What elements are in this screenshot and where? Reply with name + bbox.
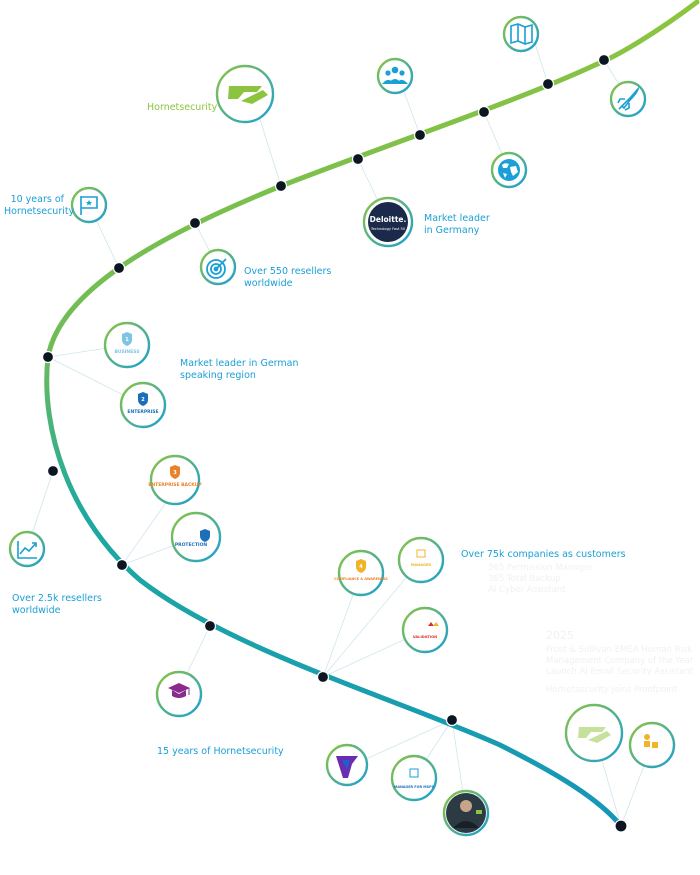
svg-text:ENTERPRISE BACKUP: ENTERPRISE BACKUP (148, 482, 202, 488)
enterprise-backup-shield-icon: 3 ENTERPRISE BACKUP (148, 465, 202, 488)
timeline-node (41, 350, 55, 364)
timeline-node (316, 670, 330, 684)
faded-item-2: 365 Total Backup (488, 574, 561, 584)
connector-lines (26, 33, 653, 827)
map-icon (510, 23, 533, 45)
timeline-node (477, 105, 491, 119)
milestone-circle-enterprise-backup (149, 454, 201, 506)
svg-text:ENTERPRISE: ENTERPRISE (127, 409, 158, 415)
flag-icon (80, 196, 98, 215)
target-icon (206, 258, 227, 279)
hornet-logo (228, 86, 268, 104)
milestone-circle-flag (70, 186, 108, 224)
hornet-logo-2025 (578, 727, 611, 743)
label-market-leader-german-region: Market leader in German speaking region (180, 358, 299, 381)
enterprise-shield-icon: 2 ENTERPRISE (127, 392, 159, 415)
timeline-node (203, 619, 217, 633)
chart-icon (17, 541, 37, 559)
milestone-circle-validation (401, 606, 449, 654)
timeline-node (112, 261, 126, 275)
svg-text:4: 4 (359, 564, 363, 570)
svg-text:1: 1 (125, 337, 129, 343)
milestone-circle-protection (170, 511, 222, 563)
timeline-path (44, 0, 700, 829)
svg-text:Deloitte.: Deloitte. (370, 215, 407, 224)
faded-year-item-1: Frost & Sullivan EMEA Human Risk Managem… (546, 645, 694, 666)
svg-text:COMPLIANCE & AWARENESS: COMPLIANCE & AWARENESS (334, 577, 388, 581)
label-fifteen-years: 15 years of Hornetsecurity (157, 746, 284, 757)
team-icon (382, 66, 408, 84)
timeline-node (541, 77, 555, 91)
protection-shield-icon: PROTECTION (175, 529, 210, 548)
timeline-node (274, 179, 288, 193)
faded-year: 2025 (546, 629, 574, 642)
svg-text:MANAGER: MANAGER (411, 563, 432, 567)
label-companies-75k: Over 75k companies as customers (461, 549, 626, 560)
svg-text:Technology Fast 50: Technology Fast 50 (370, 227, 406, 231)
timeline-node (614, 819, 628, 833)
label-ten-years: 10 years of Hornetsecurity (4, 194, 75, 217)
milestone-circle-map (502, 15, 540, 53)
deloitte-badge: Deloitte. Technology Fast 50 (368, 202, 408, 242)
timeline-node (597, 53, 611, 67)
milestone-circle-manager (397, 536, 445, 584)
manager-icon: MANAGER (411, 549, 432, 567)
svg-text:MANAGER FOR MSPS: MANAGER FOR MSPS (394, 785, 435, 789)
svg-text:PROTECTION: PROTECTION (175, 542, 208, 548)
milestone-circle-team (376, 57, 414, 95)
timeline-node (413, 128, 427, 142)
vade-logo-icon (336, 756, 358, 778)
rocket-icon (617, 86, 640, 111)
label-resellers-550: Over 550 resellers worldwide (244, 266, 332, 289)
label-market-leader-germany: Market leader in Germany (424, 213, 490, 236)
faded-year-item-2: Launch AI Email Security Assistant (546, 667, 694, 677)
timeline-node (115, 558, 129, 572)
milestone-circle-msps (390, 754, 438, 802)
timeline-node (445, 713, 459, 727)
globe-icon (498, 159, 520, 181)
compliance-shield-icon: 4 COMPLIANCE & AWARENESS (334, 559, 388, 581)
manager-for-msps-icon: MANAGER FOR MSPS (394, 768, 435, 789)
timeline-node (351, 152, 365, 166)
timeline-node (188, 216, 202, 230)
faded-item-1: 365 Permission Manager (488, 563, 593, 573)
person-photo (446, 793, 486, 833)
milestone-circle-logo-2025 (564, 703, 624, 763)
svg-text:BUSINESS: BUSINESS (114, 349, 139, 355)
graduation-cap-icon (168, 683, 190, 698)
svg-text:VALIDATION: VALIDATION (413, 635, 437, 639)
milestone-circle-logo (215, 64, 275, 124)
label-resellers-2-5k: Over 2.5k resellers worldwide (12, 593, 102, 616)
svg-text:3: 3 (173, 470, 177, 476)
timeline-node (46, 464, 60, 478)
timeline-nodes (41, 53, 628, 833)
validation-icon: VALIDATION (413, 622, 439, 639)
faded-year-item-3: Hornetsecurity joins Proofpoint (546, 685, 678, 695)
business-shield-icon: 1 BUSINESS (114, 332, 140, 355)
label-hornetsecurity: Hornetsecurity (147, 102, 218, 113)
svg-text:2: 2 (141, 397, 145, 403)
faded-item-3: AI Cyber Assistant (488, 585, 566, 595)
proofpoint-icon (644, 734, 658, 748)
